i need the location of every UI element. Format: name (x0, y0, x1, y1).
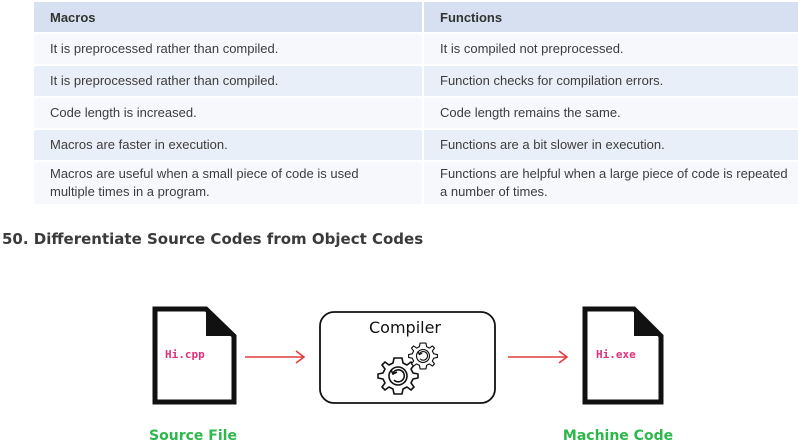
table-header-row: Macros Functions (34, 2, 798, 33)
table-row: Macros are useful when a small piece of … (34, 160, 798, 204)
arrow-right-icon (245, 350, 306, 364)
column-header-macros: Macros (34, 2, 424, 33)
source-file-document-icon (152, 306, 237, 405)
column-header-functions: Functions (423, 2, 798, 33)
table-cell: Functions are helpful when a large piece… (423, 160, 798, 204)
table-cell: Macros are faster in execution. (34, 128, 424, 161)
machine-code-caption: Machine Code (563, 428, 673, 444)
machine-code-document-icon (582, 306, 664, 405)
table-cell: Code length remains the same. (423, 96, 798, 129)
machine-file-name: Hi.exe (596, 348, 636, 361)
comparison-table: Macros Functions It is preprocessed rath… (34, 2, 798, 204)
table-row: It is preprocessed rather than compiled.… (34, 64, 798, 97)
table-row: Code length is increased. Code length re… (34, 96, 798, 129)
compiler-box (319, 311, 496, 404)
table-cell: Code length is increased. (34, 96, 424, 129)
source-file-name: Hi.cpp (165, 348, 205, 361)
source-file-caption: Source File (149, 428, 237, 444)
compiler-label: Compiler (369, 318, 441, 337)
table-row: Macros are faster in execution. Function… (34, 128, 798, 161)
table-cell: It is preprocessed rather than compiled. (34, 32, 424, 65)
table-cell: It is preprocessed rather than compiled. (34, 64, 424, 97)
arrow-right-icon (508, 350, 569, 364)
table-cell: Macros are useful when a small piece of … (34, 160, 424, 204)
table-cell: Functions are a bit slower in execution. (423, 128, 798, 161)
table-cell: It is compiled not preprocessed. (423, 32, 798, 65)
table-cell: Function checks for compilation errors. (423, 64, 798, 97)
section-heading: 50. Differentiate Source Codes from Obje… (2, 230, 424, 248)
table-row: It is preprocessed rather than compiled.… (34, 32, 798, 65)
